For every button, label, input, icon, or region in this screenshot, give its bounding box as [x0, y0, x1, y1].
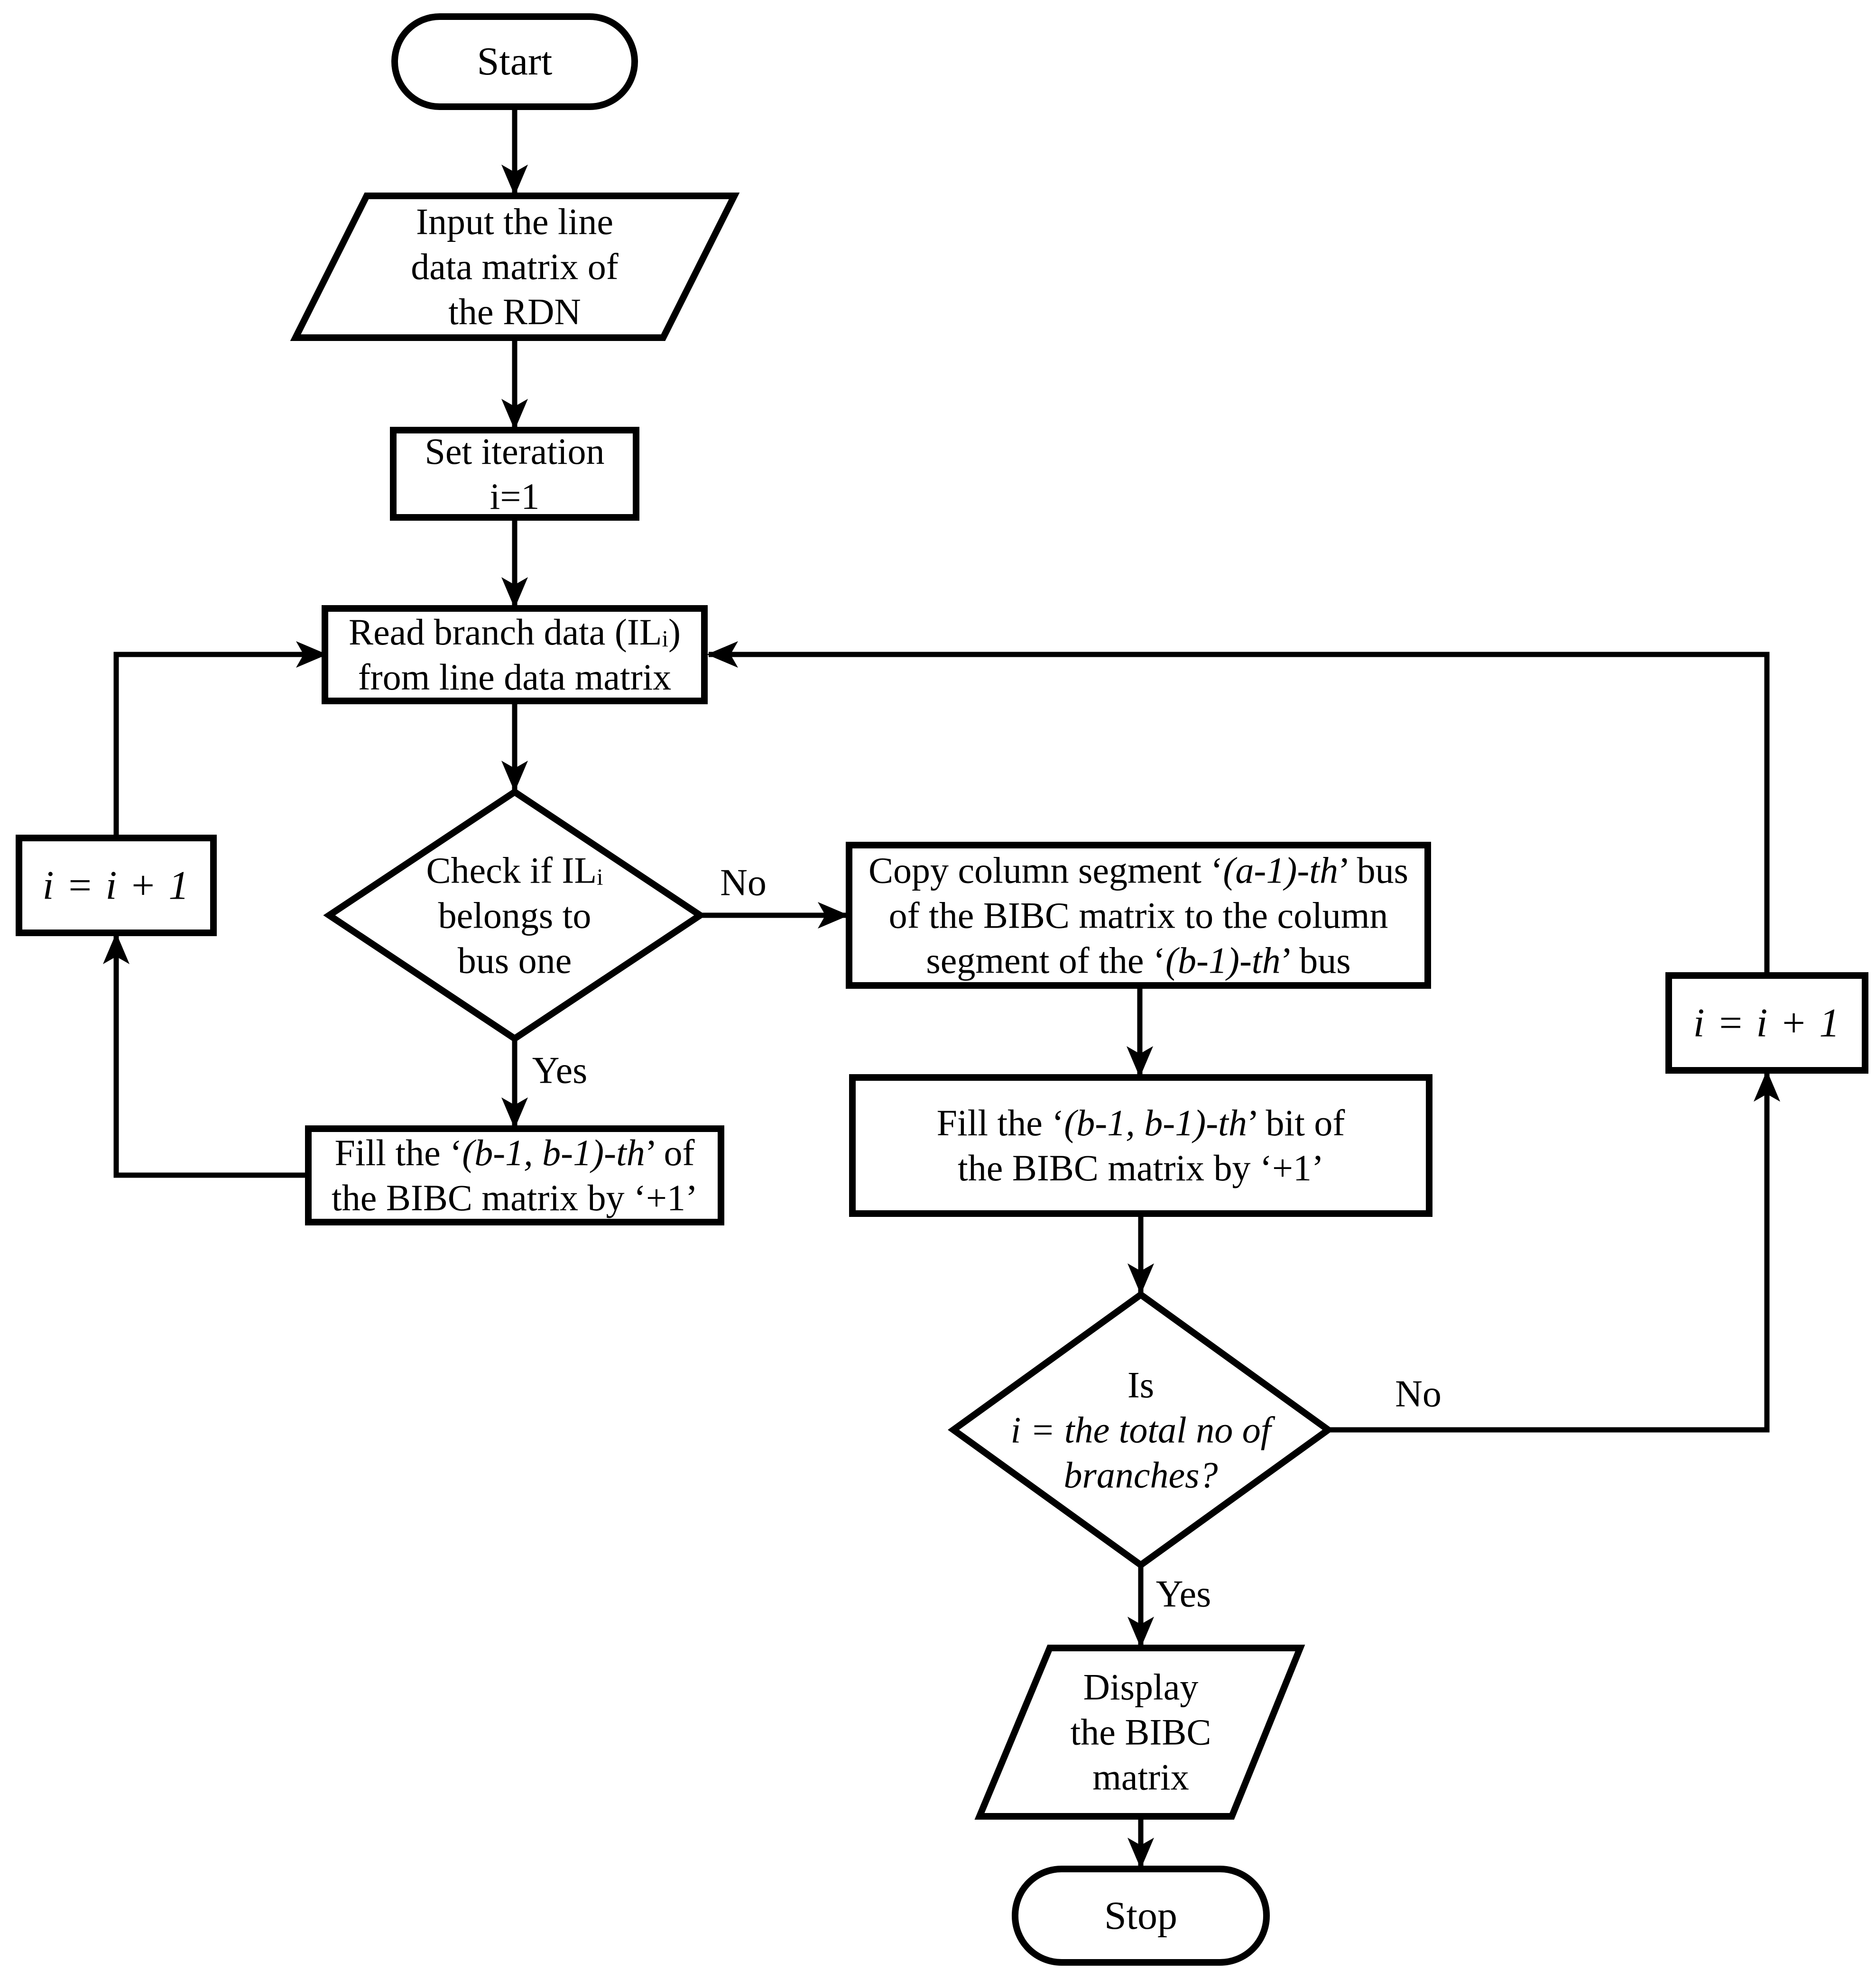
fill-bibc-right-shape	[849, 1074, 1432, 1217]
display-bibc-node: Display the BIBC matrix	[1070, 1666, 1211, 1798]
copy-column-segment-shape	[846, 842, 1431, 989]
increment-right-node: i = i + 1	[1693, 1000, 1841, 1046]
display-parallelogram-shape	[974, 1645, 1305, 1820]
increment-right-shape	[1665, 972, 1868, 1074]
fill-bibc-left-shape	[305, 1125, 724, 1225]
edge-fill-left-to-increment-left	[103, 933, 308, 1178]
increment-left-node: i = i + 1	[42, 862, 190, 908]
input-parallelogram-shape	[290, 193, 740, 341]
yes-label-check-total: Yes	[1155, 1573, 1211, 1615]
check-bus-one-diamond-shape	[323, 788, 706, 1043]
edge-increment-right-to-read	[707, 641, 1770, 976]
increment-left-shape	[16, 835, 217, 936]
input-line-data-node: Input the line data matrix of the RDN	[411, 201, 619, 332]
start-node: Start	[477, 39, 553, 83]
check-bus-one-node: Check if ILi belongs to bus one	[426, 849, 603, 981]
set-iteration-shape	[390, 427, 639, 521]
check-total-branches-diamond-shape	[948, 1290, 1334, 1569]
fill-bibc-right-node: Fill the ‘(b-1, b-1)-th’ bit of the BIBC…	[936, 1102, 1345, 1188]
no-label-check-total: No	[1395, 1373, 1442, 1415]
no-label-check-bus: No	[720, 862, 767, 904]
edge-increment-left-to-read	[113, 641, 327, 838]
read-branch-shape	[322, 605, 708, 704]
fill-bibc-left-node: Fill the ‘(b-1, b-1)-th’ of the BIBC mat…	[332, 1132, 698, 1218]
stop-terminator-shape	[1012, 1866, 1270, 1966]
read-branch-data-node: Read branch data (ILi) from line data ma…	[349, 611, 681, 698]
check-total-branches-node: Is i = the total no of branches?	[1010, 1364, 1271, 1496]
edge-check-total-no	[1328, 1070, 1780, 1433]
start-terminator-shape	[391, 13, 638, 110]
set-iteration-node: Set iteration i=1	[425, 430, 605, 517]
copy-column-segment-node: Copy column segment ‘(a-1)-th’ bus of th…	[868, 849, 1409, 981]
yes-label-check-bus: Yes	[532, 1049, 588, 1092]
stop-node: Stop	[1104, 1893, 1178, 1938]
